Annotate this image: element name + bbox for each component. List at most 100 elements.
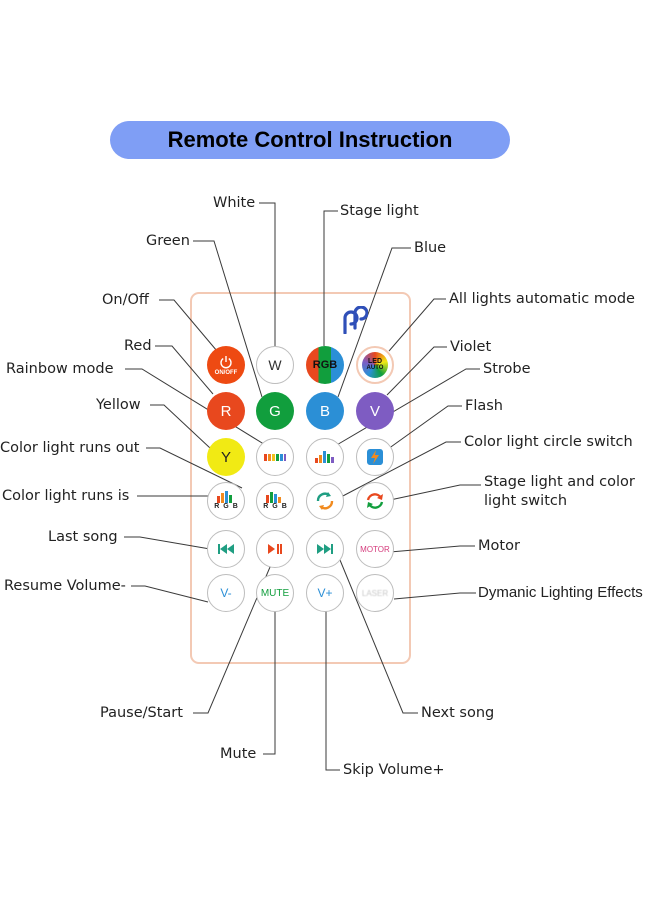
runs-is-bars-icon	[217, 491, 232, 503]
label-dynamic-effects: Dymanic Lighting Effects	[478, 584, 643, 601]
stage-light-b: B	[329, 359, 338, 371]
power-button[interactable]: ON/OFF	[207, 346, 245, 384]
auto-mode-button[interactable]: LED AUTO	[356, 346, 394, 384]
strobe-button[interactable]	[306, 438, 344, 476]
runs-out-button[interactable]: R G B	[256, 482, 294, 520]
leader-white	[259, 202, 276, 346]
diagram-title: Remote Control Instruction	[167, 127, 453, 152]
label-green: Green	[146, 233, 190, 249]
circle-switch-button[interactable]	[306, 482, 344, 520]
volume-up-label: V+	[317, 586, 333, 600]
title-banner: Remote Control Instruction	[110, 121, 510, 159]
strobe-bars-icon	[315, 451, 334, 463]
runs-is-g: G	[223, 503, 229, 510]
label-strobe: Strobe	[483, 361, 531, 377]
green-button[interactable]: G	[256, 392, 294, 430]
leader-skip-vol	[325, 610, 340, 771]
label-stage-light: Stage light	[340, 203, 419, 219]
label-circle-switch: Color light circle switch	[464, 434, 633, 450]
white-button-label: W	[268, 357, 282, 373]
label-next-song: Next song	[421, 705, 495, 721]
next-track-icon	[317, 544, 333, 554]
leader-resume-vol	[131, 585, 209, 603]
label-stage-color-1: Stage light and color	[484, 474, 635, 490]
label-runs-is: Color light runs is	[2, 488, 130, 504]
red-button[interactable]: R	[207, 392, 245, 430]
label-skip-volume: Skip Volume+	[343, 762, 445, 778]
motor-button[interactable]: MOTOR	[356, 530, 394, 568]
flash-button[interactable]	[356, 438, 394, 476]
rainbow-mode-button[interactable]	[256, 438, 294, 476]
violet-button[interactable]: V	[356, 392, 394, 430]
leader-blue	[337, 247, 411, 398]
blue-button[interactable]: B	[306, 392, 344, 430]
stage-light-button[interactable]: R G B	[306, 346, 344, 384]
next-song-button[interactable]	[306, 530, 344, 568]
label-last-song: Last song	[48, 529, 118, 545]
stage-light-g: G	[320, 359, 330, 371]
runs-is-button[interactable]: R G B	[207, 482, 245, 520]
label-stage-color-2: light switch	[484, 493, 568, 509]
pause-start-button[interactable]	[256, 530, 294, 568]
yellow-button-label: Y	[220, 448, 231, 466]
violet-button-label: V	[369, 402, 380, 420]
motor-button-label: MOTOR	[360, 544, 390, 554]
label-red: Red	[124, 338, 152, 354]
yellow-button[interactable]: Y	[207, 438, 245, 476]
label-violet: Violet	[450, 339, 492, 355]
volume-up-button[interactable]: V+	[306, 574, 344, 612]
runs-out-bars-icon	[266, 492, 281, 503]
power-icon	[220, 355, 232, 368]
leader-yellow	[150, 404, 211, 449]
volume-down-button[interactable]: V-	[207, 574, 245, 612]
last-song-button[interactable]	[207, 530, 245, 568]
leader-green	[193, 240, 263, 398]
previous-track-icon	[218, 544, 234, 554]
red-button-label: R	[220, 402, 232, 420]
runs-is-rgb: R G B	[214, 503, 238, 511]
cycle-arrows-icon	[316, 492, 334, 510]
white-button[interactable]: W	[256, 346, 294, 384]
swap-arrows-icon	[366, 493, 384, 509]
label-white: White	[213, 195, 256, 211]
leader-next-song	[339, 559, 418, 714]
volume-down-label: V-	[220, 586, 232, 600]
label-blue: Blue	[414, 240, 447, 256]
leader-stage-color	[389, 484, 481, 501]
runs-out-g: G	[272, 503, 278, 510]
rainbow-bars-icon	[264, 454, 286, 461]
label-pause-start: Pause/Start	[100, 705, 183, 721]
brand-logo	[343, 306, 368, 334]
power-caption: ON/OFF	[214, 369, 238, 376]
mute-button-label: MUTE	[260, 587, 290, 599]
stage-color-switch-button[interactable]	[356, 482, 394, 520]
leader-runs-out	[146, 447, 243, 489]
label-runs-out: Color light runs out	[0, 440, 140, 456]
leader-dynamic	[393, 592, 476, 600]
leader-mute	[263, 610, 276, 755]
stage-light-r: R	[312, 359, 321, 371]
mute-button[interactable]: MUTE	[256, 574, 294, 612]
leader-flash	[387, 405, 462, 450]
laser-button-label: LASER	[361, 588, 389, 598]
runs-is-r: R	[214, 503, 220, 510]
label-yellow: Yellow	[96, 397, 141, 413]
label-resume-volume: Resume Volume-	[4, 578, 126, 594]
runs-is-b: B	[232, 503, 238, 510]
label-all-auto: All lights automatic mode	[449, 291, 635, 307]
leader-motor	[389, 545, 475, 553]
label-motor: Motor	[478, 538, 520, 554]
laser-button[interactable]: LASER	[356, 574, 394, 612]
leader-all-auto	[388, 298, 446, 352]
label-flash: Flash	[465, 398, 503, 414]
leader-stage-light	[323, 210, 338, 346]
runs-out-rgb: R G B	[263, 503, 287, 511]
green-button-label: G	[269, 402, 281, 420]
blue-button-label: B	[319, 402, 330, 420]
label-on-off: On/Off	[102, 292, 149, 308]
leader-red	[155, 345, 214, 395]
label-mute: Mute	[220, 746, 257, 762]
auto-auto-text: AUTO	[366, 365, 384, 371]
remote-outline	[190, 292, 411, 664]
